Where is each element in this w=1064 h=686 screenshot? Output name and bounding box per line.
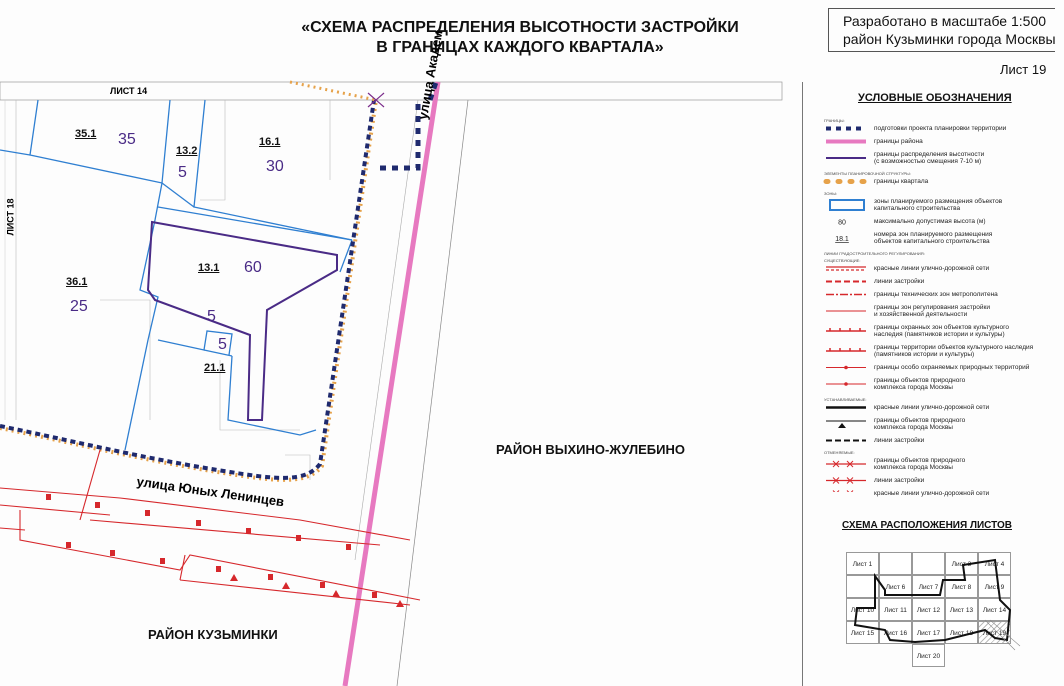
sheet-cell[interactable] [912, 552, 945, 575]
corner-marker [367, 92, 385, 108]
sheet-cell[interactable]: Лист 20 [912, 644, 945, 667]
legend-symbols: 80 18.1 [823, 126, 869, 492]
building-outlines [100, 99, 331, 480]
sheet-cell[interactable]: Лист 17 [912, 621, 945, 644]
sheet-18-label: ЛИСТ 18 [5, 198, 16, 236]
block-boundaries [0, 99, 353, 451]
district-south-label: РАЙОН КУЗЬМИНКИ [148, 627, 278, 642]
legend-label: линии застройки [874, 477, 925, 484]
legend-label: границы объектов природного комплекса го… [874, 457, 966, 471]
page-title: «СХЕМА РАСПРЕДЕЛЕНИЯ ВЫСОТНОСТИ ЗАСТРОЙК… [301, 19, 739, 56]
red-ticks [46, 494, 404, 607]
legend-label: границы территории объектов культурного … [874, 344, 1034, 358]
sheet-cell[interactable]: Лист 10 [846, 598, 879, 621]
legend-header: зоны: [824, 191, 838, 196]
sheet-cell[interactable] [879, 552, 912, 575]
legend-label: границы объектов природного комплекса го… [874, 377, 966, 391]
legend-label: линии застройки [874, 437, 925, 444]
legend-header: отменяемые: [824, 450, 855, 455]
legend-symbol-black-tri [826, 420, 866, 428]
height-zone-13-1 [146, 220, 338, 421]
legend-symbol-red-dotline [826, 365, 866, 370]
legend-symbol-red-double [826, 266, 866, 271]
sheet-cell[interactable]: Лист 16 [879, 621, 912, 644]
legend-symbol-blue-rect [829, 199, 865, 211]
legend-label: границы распределения высотности (с возм… [874, 151, 985, 165]
block-id: 21.1 [204, 362, 226, 374]
block-id: 36.1 [66, 276, 88, 288]
sheet-cell[interactable]: Лист 12 [912, 598, 945, 621]
svg-text:18.1: 18.1 [835, 236, 849, 243]
sheet-cell[interactable]: Лист 11 [879, 598, 912, 621]
legend-label: красные линии улично-дорожной сети [874, 404, 990, 411]
legend-symbol-text-181: 18.1 [835, 236, 849, 243]
legend-header: границы: [824, 118, 845, 123]
legend-header: элементы планировочной структуры: [824, 171, 911, 176]
district-east-label: РАЙОН ВЫХИНО-ЖУЛЕБИНО [496, 442, 685, 457]
block-id: 16.1 [259, 136, 281, 148]
legend-symbol-red-x3 [832, 490, 854, 492]
legend-label: границы района [874, 138, 923, 145]
legend-label: максимально допустимая высота (м) [874, 218, 986, 225]
legend-label: границы технических зон метрополитена [874, 291, 998, 298]
red-lines [0, 449, 421, 606]
legend-header: устанавливаемые: [824, 397, 867, 402]
svg-text:80: 80 [838, 220, 846, 227]
block-id: 35.1 [75, 128, 97, 140]
sheet-cell[interactable]: Лист 9 [978, 575, 1011, 598]
sheet-14-label: ЛИСТ 14 [110, 86, 148, 96]
block-height: 25 [70, 298, 88, 315]
legend-label: номера зон планируемого размещения объек… [874, 231, 993, 245]
legend-label: границы зон регулирования застройки и хо… [874, 304, 991, 318]
block-height: 5 [178, 164, 187, 181]
block-id: 13.1 [198, 262, 220, 274]
legend-label: подготовки проекта планировки территории [874, 125, 1007, 132]
legend-label: красные линии улично-дорожной сети [874, 490, 990, 497]
legend-label: границы квартала [874, 178, 929, 185]
sheet-cell[interactable]: Лист 6 [879, 575, 912, 598]
legend-title: УСЛОВНЫЕ ОБОЗНАЧЕНИЯ [858, 92, 1012, 104]
legend-label: границы объектов природного комплекса го… [874, 417, 966, 431]
legend-symbol-red-dotline2 [826, 382, 866, 386]
sheet-cell[interactable]: Лист 7 [912, 575, 945, 598]
sheet-grid-outline [853, 558, 1021, 651]
map-canvas[interactable] [0, 0, 812, 686]
legend-symbol-text-80: 80 [838, 220, 846, 227]
sheet-number: Лист 19 [1000, 62, 1047, 77]
scale-box [828, 8, 1055, 52]
block-height: 5 [218, 336, 227, 353]
legend-header: существующие: [824, 258, 861, 263]
legend-label: линии застройки [874, 278, 925, 285]
block-height: 5 [207, 308, 216, 325]
sheet-cell[interactable]: Лист 1 [846, 552, 879, 575]
scale-text: Разработано в масштабе 1:500 [843, 13, 1047, 29]
legend-label: границы особо охраняемых природных терри… [874, 364, 1030, 371]
sheet-cell[interactable]: Лист 13 [945, 598, 978, 621]
legend-label: красные линии улично-дорожной сети [874, 265, 990, 272]
sheet-grid-title: СХЕМА РАСПОЛОЖЕНИЯ ЛИСТОВ [842, 520, 1012, 531]
legend-header: линии градостроительного регулирования: [824, 251, 925, 256]
sheet-cell[interactable] [846, 575, 879, 598]
district-border-vertical [342, 81, 441, 686]
block-id: 13.2 [176, 145, 198, 157]
planning-boundary [0, 99, 376, 480]
legend-label: зоны планируемого размещения объектов ка… [874, 198, 1003, 212]
legend-panel [802, 82, 1064, 686]
legend-symbol-red-x2 [826, 477, 866, 484]
block-height: 60 [244, 259, 262, 276]
legend-symbol-red-ticks [826, 328, 866, 332]
legend-label: границы охранных зон объектов культурног… [874, 324, 1009, 338]
block-height: 30 [266, 158, 284, 175]
legend-symbol-red-x [826, 460, 866, 468]
legend-symbol-red-ticks2 [826, 348, 866, 352]
sheet-14-strip [0, 81, 783, 101]
block-height: 35 [118, 131, 136, 148]
district-text: район Кузьминки города Москвы [843, 31, 1056, 47]
